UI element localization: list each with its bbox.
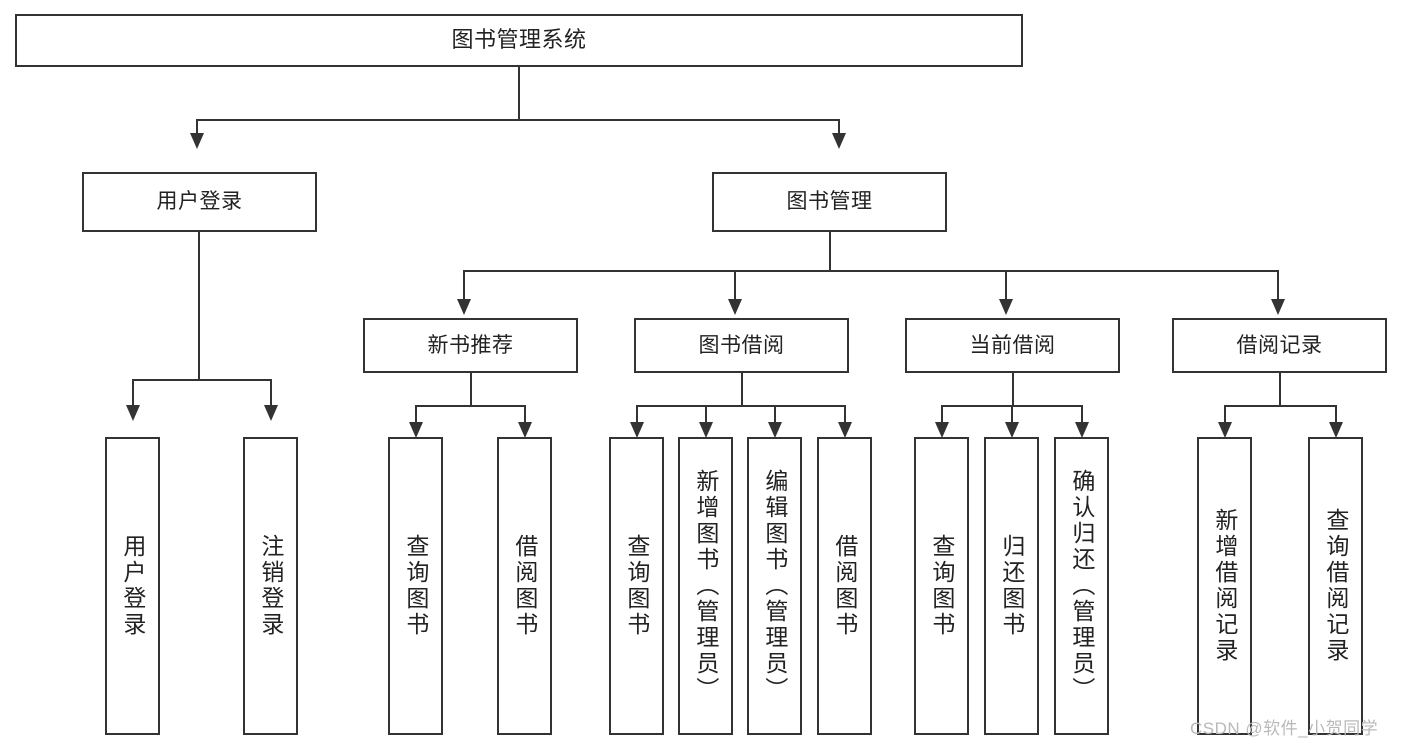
arrowhead-leaf-logout: [264, 405, 278, 421]
connector-borrow-record-stem: [1279, 373, 1281, 406]
arrowhead-book-management: [832, 133, 846, 149]
arrowhead-borrow-book-2: [838, 422, 852, 438]
arrowhead-new-book-recommend: [457, 299, 471, 315]
connector-leg-book-management: [838, 119, 840, 136]
arrowhead-query-record: [1329, 422, 1343, 438]
node-label: 编辑图书（管理员）: [761, 469, 788, 703]
node-leaf-confirm-return[interactable]: 确认归还（管理员）: [1054, 437, 1109, 735]
arrowhead-borrow-record: [1271, 299, 1285, 315]
connector-leg-user-login: [196, 119, 198, 136]
node-borrow-record[interactable]: 借阅记录: [1172, 318, 1387, 373]
node-label: 借阅图书: [831, 534, 858, 638]
connector-level3-bus: [463, 270, 1279, 272]
arrowhead-query-book-2: [630, 422, 644, 438]
node-book-borrow[interactable]: 图书借阅: [634, 318, 849, 373]
node-leaf-return-book[interactable]: 归还图书: [984, 437, 1039, 735]
node-label: 新增图书（管理员）: [692, 469, 719, 703]
arrowhead-leaf-user-login: [126, 405, 140, 421]
node-label: 用户登录: [119, 534, 146, 638]
connector-new-book-recommend-stem: [470, 373, 472, 406]
node-leaf-user-login[interactable]: 用户登录: [105, 437, 160, 735]
connector-borrow-record-bus: [1224, 405, 1337, 407]
node-label: 查询图书: [623, 534, 650, 638]
connector-leg-query-book-3: [941, 405, 943, 425]
connector-level2-bus: [196, 119, 840, 121]
connector-leg-return-book: [1011, 405, 1013, 425]
node-label: 查询图书: [928, 534, 955, 638]
node-label: 查询借阅记录: [1322, 508, 1349, 664]
connector-root-stem: [518, 67, 520, 120]
node-label: 归还图书: [998, 534, 1025, 638]
connector-leg-query-book-1: [415, 405, 417, 425]
connector-leg-add-book: [705, 405, 707, 425]
node-root-system[interactable]: 图书管理系统: [15, 14, 1023, 67]
node-label: 注销登录: [257, 534, 284, 638]
node-leaf-query-book-1[interactable]: 查询图书: [388, 437, 443, 735]
node-label: 借阅图书: [511, 534, 538, 638]
connector-current-borrow-stem: [1012, 373, 1014, 406]
arrowhead-book-borrow: [728, 299, 742, 315]
node-label: 图书借阅: [698, 333, 785, 357]
arrowhead-confirm-return: [1075, 422, 1089, 438]
node-leaf-query-book-2[interactable]: 查询图书: [609, 437, 664, 735]
connector-book-borrow-bus: [636, 405, 846, 407]
connector-leg-query-record: [1335, 405, 1337, 425]
node-label: 确认归还（管理员）: [1068, 469, 1095, 703]
connector-book-management-stem: [829, 232, 831, 271]
connector-new-book-recommend-bus: [415, 405, 526, 407]
node-leaf-edit-book[interactable]: 编辑图书（管理员）: [747, 437, 802, 735]
node-leaf-add-record[interactable]: 新增借阅记录: [1197, 437, 1252, 735]
node-label: 新增借阅记录: [1211, 508, 1238, 664]
node-new-book-recommend[interactable]: 新书推荐: [363, 318, 578, 373]
connector-leg-borrow-book-1: [524, 405, 526, 425]
node-label: 查询图书: [402, 534, 429, 638]
arrowhead-query-book-1: [409, 422, 423, 438]
connector-leg-query-book-2: [636, 405, 638, 425]
node-leaf-borrow-book-1[interactable]: 借阅图书: [497, 437, 552, 735]
node-current-borrow[interactable]: 当前借阅: [905, 318, 1120, 373]
connector-user-login-bus: [132, 379, 272, 381]
arrowhead-return-book: [1005, 422, 1019, 438]
connector-leg-borrow-record: [1277, 270, 1279, 302]
node-label: 借阅记录: [1236, 333, 1323, 357]
arrowhead-add-record: [1218, 422, 1232, 438]
arrowhead-user-login: [190, 133, 204, 149]
node-label: 用户登录: [156, 190, 243, 214]
node-leaf-query-record[interactable]: 查询借阅记录: [1308, 437, 1363, 735]
node-label: 图书管理系统: [451, 27, 587, 53]
connector-leg-add-record: [1224, 405, 1226, 425]
connector-leg-edit-book: [774, 405, 776, 425]
connector-leg-leaf-user-login: [132, 379, 134, 408]
connector-leg-leaf-logout: [270, 379, 272, 408]
arrowhead-edit-book: [768, 422, 782, 438]
connector-book-borrow-stem: [741, 373, 743, 406]
node-book-management[interactable]: 图书管理: [712, 172, 947, 232]
connector-leg-borrow-book-2: [844, 405, 846, 425]
arrowhead-add-book: [699, 422, 713, 438]
node-leaf-borrow-book-2[interactable]: 借阅图书: [817, 437, 872, 735]
node-user-login[interactable]: 用户登录: [82, 172, 317, 232]
arrowhead-current-borrow: [999, 299, 1013, 315]
connector-leg-confirm-return: [1081, 405, 1083, 425]
node-label: 图书管理: [786, 190, 873, 214]
node-leaf-logout[interactable]: 注销登录: [243, 437, 298, 735]
node-label: 新书推荐: [427, 333, 514, 357]
node-label: 当前借阅: [969, 333, 1056, 357]
arrowhead-query-book-3: [935, 422, 949, 438]
connector-user-login-stem: [198, 232, 200, 380]
connector-leg-current-borrow: [1005, 270, 1007, 302]
csdn-watermark: CSDN @软件_小贺同学: [1190, 719, 1379, 738]
arrowhead-borrow-book-1: [518, 422, 532, 438]
connector-leg-new-book-recommend: [463, 270, 465, 302]
node-leaf-query-book-3[interactable]: 查询图书: [914, 437, 969, 735]
node-leaf-add-book[interactable]: 新增图书（管理员）: [678, 437, 733, 735]
connector-leg-book-borrow: [734, 270, 736, 302]
